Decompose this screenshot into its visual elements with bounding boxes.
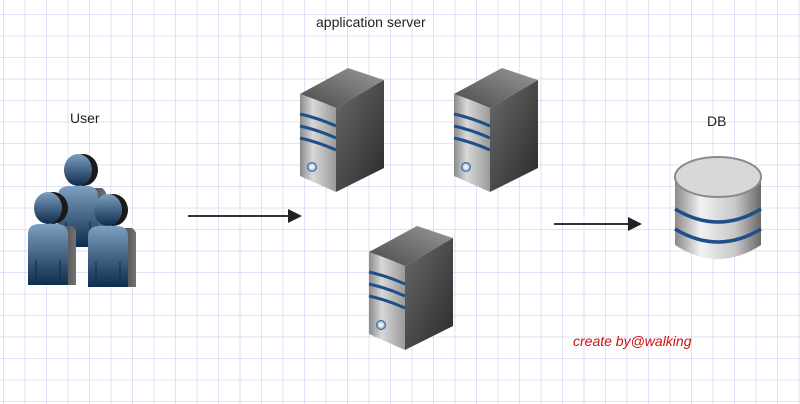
arrow-users-to-servers — [188, 209, 302, 223]
server-icon[interactable] — [365, 222, 455, 352]
database-icon[interactable] — [672, 155, 764, 267]
db-label: DB — [707, 113, 727, 129]
credit-text: create by@walking — [573, 333, 692, 349]
server-icon[interactable] — [296, 64, 386, 194]
arrow-servers-to-db — [554, 217, 642, 231]
user-label: User — [70, 110, 100, 126]
app-server-label: application server — [316, 14, 426, 30]
server-icon[interactable] — [450, 64, 540, 194]
user-group-icon[interactable] — [26, 152, 144, 288]
